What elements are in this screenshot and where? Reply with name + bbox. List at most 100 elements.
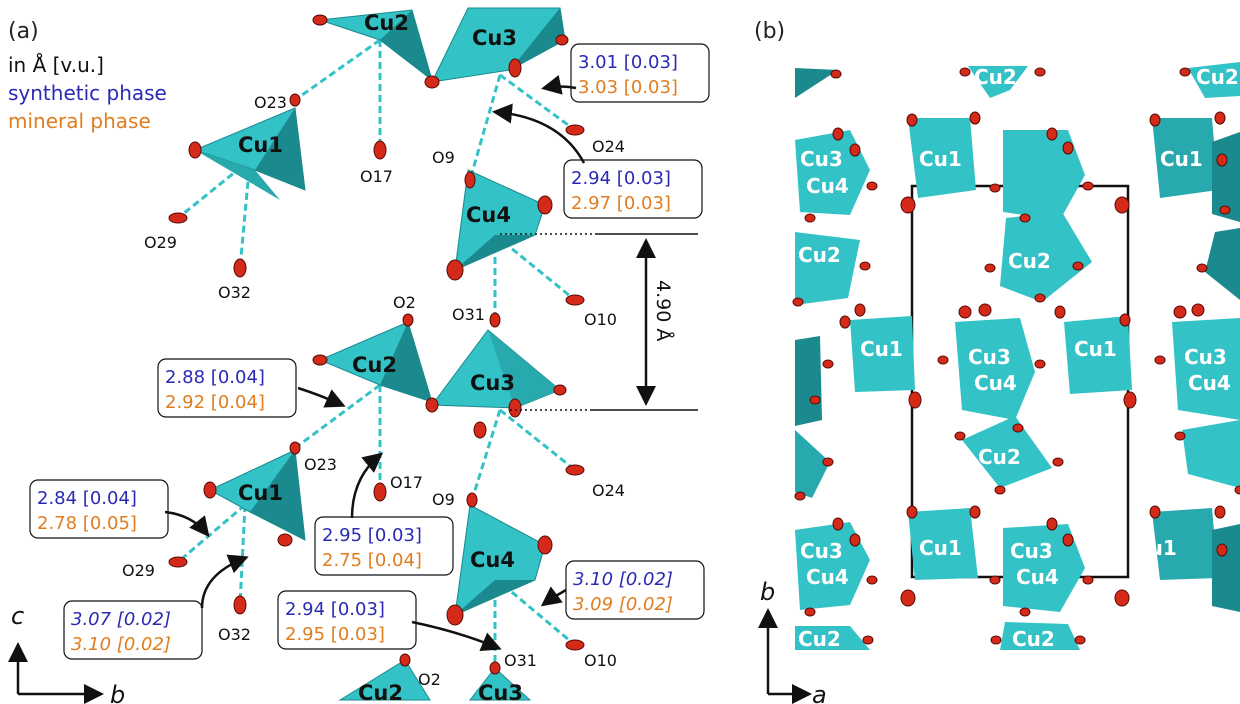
oxygen-label-o29-bottom: O29	[122, 561, 155, 580]
cu4-label-b2: Cu4	[974, 371, 1017, 395]
polyhedron-cu3-mid	[431, 329, 561, 409]
spacing-label: 4.90 Å	[652, 280, 675, 341]
oxygen-label-o24-top: O24	[592, 137, 625, 156]
polyhedron-cu2-bottom	[338, 659, 431, 701]
cu4-label-a1: Cu4	[466, 203, 511, 227]
cu2-label-a1: Cu2	[364, 11, 409, 35]
distance-synthetic: 2.94 [0.03]	[571, 168, 671, 189]
cu4-label-b3: Cu4	[1188, 371, 1231, 395]
distance-synthetic: 2.95 [0.03]	[322, 525, 422, 546]
axis-label-b: b	[110, 681, 125, 704]
polyhedron-cu3-top	[431, 7, 566, 83]
cu1-label-a1: Cu1	[238, 133, 283, 157]
axes-panel-a: c b	[7, 602, 125, 704]
cu1-label-b4: Cu1	[1074, 337, 1117, 361]
polyhedron-cu4-top	[454, 169, 546, 271]
distance-box-8: 3.07 [0.02] 3.10 [0.02]	[63, 600, 203, 660]
oxygen-label-o32-bottom: O32	[218, 625, 251, 644]
distance-synthetic: 3.10 [0.02]	[573, 569, 673, 590]
cu2-label-b4: Cu2	[1008, 249, 1051, 273]
distance-box-5: 2.95 [0.03] 2.75 [0.04]	[314, 516, 454, 576]
oxygen-label-o31-mid: O31	[452, 305, 485, 324]
oxygen-label-o24-bottom: O24	[592, 481, 625, 500]
oxygen-label-o2-mid: O2	[393, 293, 416, 312]
distance-box-1: 3.01 [0.03] 3.03 [0.03]	[570, 43, 710, 103]
distance-mineral: 3.09 [0.02]	[573, 594, 673, 615]
polyhedron-cu1-top	[193, 107, 306, 200]
cu1-label-b6: Cu1	[1134, 536, 1177, 560]
distance-mineral: 2.97 [0.03]	[571, 193, 671, 214]
axis-label-b-vertical: b	[760, 578, 775, 606]
cu3-label-a1: Cu3	[472, 26, 517, 50]
polyhedron-cu3-bottom	[468, 667, 532, 701]
oxygen-label-o17-top: O17	[360, 167, 393, 186]
cu3-label-b5: Cu3	[1010, 539, 1053, 563]
distance-box-6: 3.10 [0.02] 3.09 [0.02]	[565, 560, 705, 620]
cu2-label-b1: Cu2	[974, 65, 1017, 89]
cu4-label-b5: Cu4	[1016, 565, 1059, 589]
oxygen-label-o17-bottom: O17	[390, 473, 423, 492]
cu2-label-b2: Cu2	[1196, 65, 1239, 89]
oxygen-label-o23-bottom: O23	[304, 455, 337, 474]
cu2-label-b6: Cu2	[798, 627, 841, 651]
oxygen-label-o9-top: O9	[432, 148, 455, 167]
spacing-indicator: 4.90 Å	[500, 233, 698, 411]
distance-box-7: 2.94 [0.03] 2.95 [0.03]	[277, 590, 417, 650]
oxygen-label-o10-bottom: O10	[584, 651, 617, 670]
cu2-label-a2: Cu2	[352, 353, 397, 377]
distance-synthetic: 3.07 [0.02]	[71, 609, 171, 630]
cu3-label-a3: Cu3	[478, 681, 523, 704]
cu1-label-b5: Cu1	[919, 536, 962, 560]
distance-synthetic: 2.94 [0.03]	[285, 599, 385, 620]
distance-synthetic: 3.01 [0.03]	[578, 52, 678, 73]
oxygen-label-o32-top: O32	[218, 283, 251, 302]
polyhedron-cu4-bottom	[454, 504, 546, 616]
oxygen-atoms-panel-b	[792, 67, 1240, 645]
distance-mineral: 2.78 [0.05]	[37, 513, 137, 534]
cu1-label-b1: Cu1	[919, 147, 962, 171]
axis-label-c: c	[11, 602, 24, 630]
callout-arrows	[164, 75, 586, 652]
cu2-label-b7: Cu2	[1012, 627, 1055, 651]
cu4-label-b4: Cu4	[806, 565, 849, 589]
panel-a-label: (a)	[8, 19, 39, 44]
cu2-label-b5: Cu2	[978, 445, 1021, 469]
cu3-label-b3: Cu3	[1184, 345, 1227, 369]
distance-box-2: 2.94 [0.03] 2.97 [0.03]	[563, 159, 703, 219]
cu3-label-a2: Cu3	[470, 371, 515, 395]
cu1-label-a2: Cu1	[238, 481, 283, 505]
oxygen-atoms	[168, 14, 585, 675]
cu4-label-b1: Cu4	[806, 174, 849, 198]
polyhedron-cu1-bottom	[208, 449, 306, 541]
panel-b: (b)	[754, 19, 1240, 704]
distance-box-3: 2.88 [0.04] 2.92 [0.04]	[157, 358, 297, 418]
cu1-label-b2: Cu1	[1160, 147, 1203, 171]
cu4-label-a2: Cu4	[470, 548, 515, 572]
oxygen-label-o23-top: O23	[254, 93, 287, 112]
oxygen-label-o9-bottom: O9	[432, 490, 455, 509]
cu3-label-b1: Cu3	[800, 147, 843, 171]
legend-synthetic: synthetic phase	[8, 81, 167, 105]
distance-mineral: 2.92 [0.04]	[165, 392, 265, 413]
legend-units: in Å [v.u.]	[8, 53, 104, 77]
panel-b-label: (b)	[754, 19, 785, 44]
axes-panel-b: b a	[758, 578, 827, 704]
oxygen-label-o31-bottom: O31	[504, 651, 537, 670]
panel-a: (a) in Å [v.u.] synthetic phase mineral …	[7, 7, 710, 704]
axis-label-a: a	[812, 681, 827, 704]
cu1-label-b3: Cu1	[860, 337, 903, 361]
distance-synthetic: 2.88 [0.04]	[165, 367, 265, 388]
oxygen-label-o10-top: O10	[584, 310, 617, 329]
oxygen-label-o29-top: O29	[144, 233, 177, 252]
cu3-label-b2: Cu3	[968, 345, 1011, 369]
distance-mineral: 3.10 [0.02]	[71, 634, 171, 655]
cu2-label-b3: Cu2	[798, 243, 841, 267]
legend-mineral: mineral phase	[8, 109, 151, 133]
distance-mineral: 3.03 [0.03]	[578, 77, 678, 98]
oxygen-label-o2-bottom: O2	[418, 670, 441, 689]
distance-mineral: 2.95 [0.03]	[285, 624, 385, 645]
cu3-label-b4: Cu3	[800, 539, 843, 563]
distance-box-4: 2.84 [0.04] 2.78 [0.05]	[29, 479, 169, 539]
distance-synthetic: 2.84 [0.04]	[37, 488, 137, 509]
